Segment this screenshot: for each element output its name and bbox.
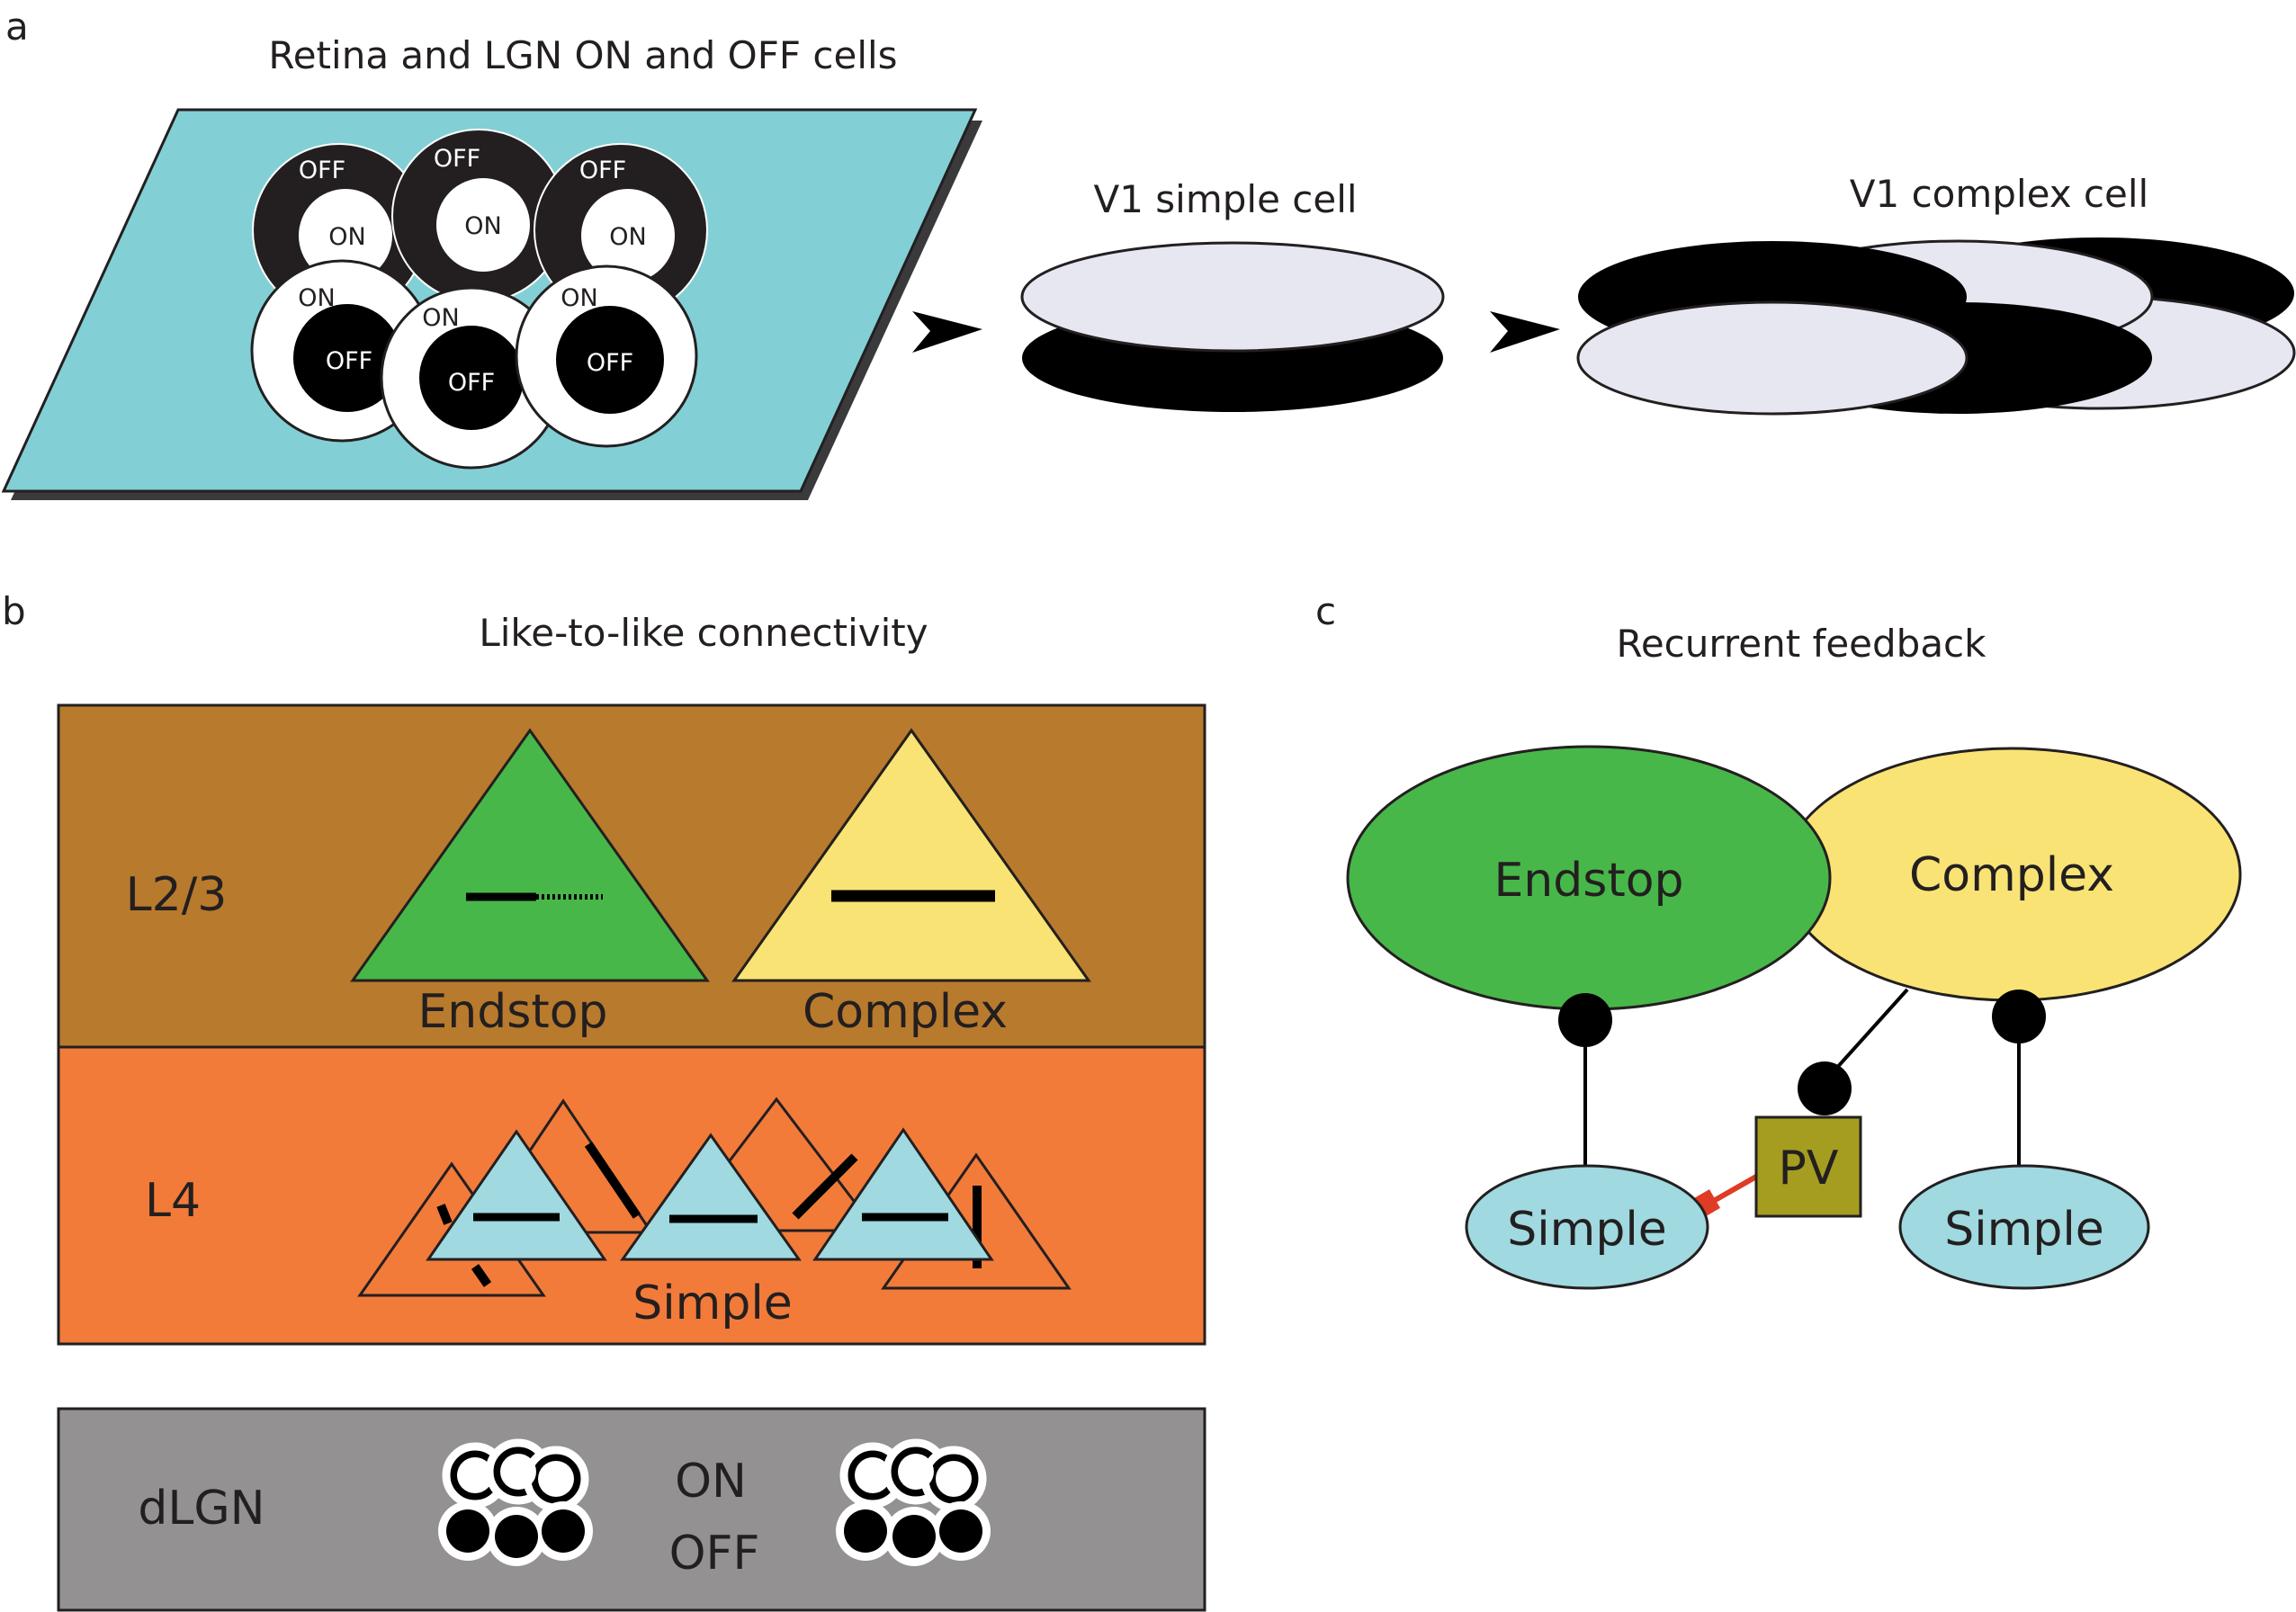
v1-complex-cell-label: V1 complex cell bbox=[1850, 172, 2148, 216]
svg-text:ON: ON bbox=[609, 223, 646, 251]
panel-b-letter: b bbox=[2, 589, 26, 633]
dlgn-label: dLGN bbox=[138, 1482, 265, 1536]
svg-text:OFF: OFF bbox=[434, 145, 480, 173]
panel-a-title: Retina and LGN ON and OFF cells bbox=[268, 33, 897, 77]
simple-neuron bbox=[812, 1127, 994, 1261]
off-surround-cell: OFF ON bbox=[391, 129, 566, 303]
simple-population-left bbox=[1465, 1164, 1709, 1290]
panel-b: b Like-to-like connectivity L2/3 L4 dLGN… bbox=[2, 589, 1206, 1612]
endstop-neuron bbox=[350, 728, 710, 982]
excitatory-synapse bbox=[1992, 990, 2046, 1043]
svg-text:ON: ON bbox=[328, 223, 365, 251]
excitatory-synapse bbox=[1798, 1061, 1852, 1115]
v1-simple-cell-label: V1 simple cell bbox=[1093, 177, 1357, 221]
svg-text:OFF: OFF bbox=[587, 349, 633, 377]
simple-population-right bbox=[1898, 1164, 2150, 1290]
on-surround-cell: ON OFF bbox=[515, 264, 698, 448]
panel-a: a Retina and LGN ON and OFF cells OFF ON… bbox=[1, 4, 2296, 500]
arrowhead-icon bbox=[1490, 311, 1560, 353]
panel-c-title: Recurrent feedback bbox=[1617, 622, 1987, 666]
endstop-label: Endstop bbox=[1493, 854, 1683, 908]
svg-text:OFF: OFF bbox=[326, 347, 372, 375]
complex-label: Complex bbox=[1909, 848, 2114, 902]
pv-label: PV bbox=[1779, 1142, 1839, 1196]
panel-a-letter: a bbox=[5, 4, 29, 49]
simple-left-label: Simple bbox=[1507, 1203, 1667, 1257]
l4-background-orientation-bars bbox=[436, 1142, 982, 1287]
complex-neuron bbox=[731, 728, 1091, 982]
simple-label: Simple bbox=[632, 1276, 793, 1330]
svg-text:OFF: OFF bbox=[579, 157, 626, 184]
svg-text:ON: ON bbox=[464, 212, 501, 240]
dlgn-off-label: OFF bbox=[669, 1527, 760, 1581]
svg-text:ON: ON bbox=[422, 304, 459, 332]
dlgn-band bbox=[57, 1407, 1206, 1612]
simple-neuron bbox=[426, 1129, 607, 1261]
panel-c: c Recurrent feedback Endstop Complex PV … bbox=[1315, 589, 2242, 1290]
complex-label: Complex bbox=[803, 985, 1008, 1039]
excitatory-synapse bbox=[1558, 993, 1612, 1047]
endstop-label: Endstop bbox=[417, 985, 607, 1039]
arrowhead-icon bbox=[912, 311, 982, 353]
on-surround-cell: ON OFF bbox=[380, 286, 563, 470]
dlgn-on-label: ON bbox=[675, 1455, 747, 1509]
layer-4-label: L4 bbox=[145, 1174, 201, 1228]
svg-text:ON: ON bbox=[561, 284, 597, 312]
layer-23-label: L2/3 bbox=[126, 868, 228, 922]
svg-text:OFF: OFF bbox=[448, 369, 495, 397]
layer-4-band bbox=[57, 1045, 1206, 1346]
panel-c-letter: c bbox=[1315, 589, 1336, 633]
pv-interneuron bbox=[1754, 1115, 1862, 1218]
panel-b-title: Like-to-like connectivity bbox=[479, 611, 928, 655]
simple-right-label: Simple bbox=[1944, 1203, 2104, 1257]
complex-cell-subfields bbox=[1576, 237, 2296, 416]
simple-cell-on-subfield bbox=[1020, 241, 1445, 353]
simple-neuron bbox=[620, 1133, 802, 1261]
svg-text:ON: ON bbox=[298, 284, 335, 312]
svg-text:OFF: OFF bbox=[299, 157, 345, 184]
